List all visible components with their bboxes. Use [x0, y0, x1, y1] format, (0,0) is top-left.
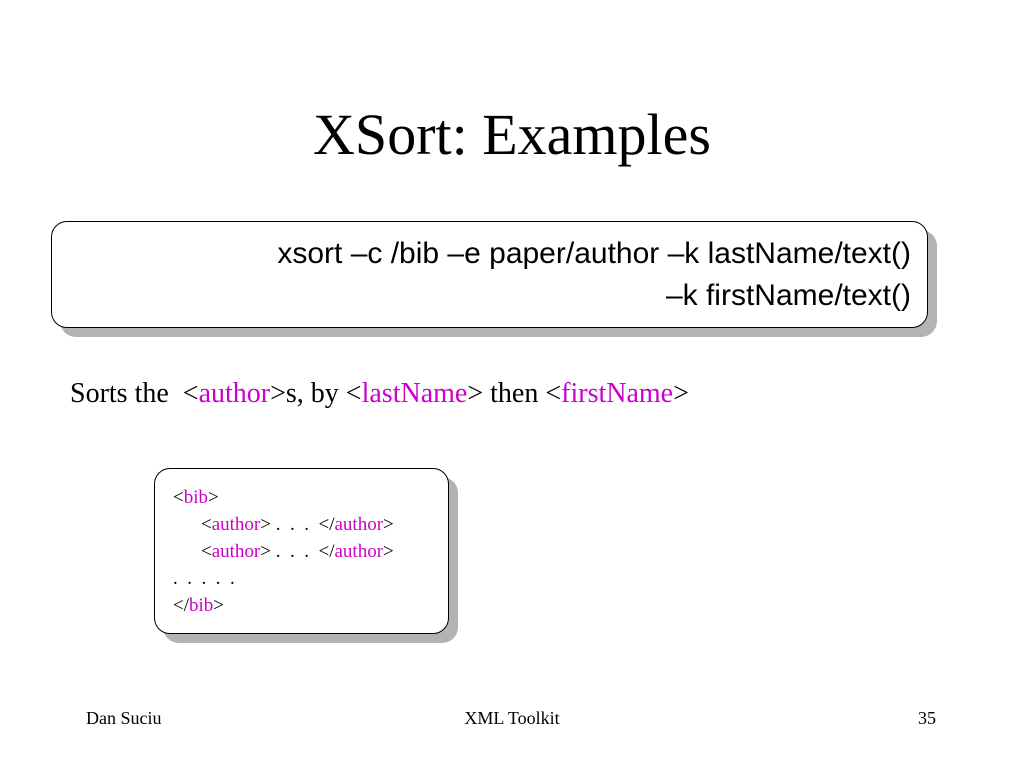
xml-line-dots: . . . . .: [173, 568, 235, 589]
xml-tag-bib: bib: [189, 595, 214, 616]
footer-course: XML Toolkit: [464, 708, 560, 728]
desc-prefix: Sorts the <: [70, 378, 199, 409]
xml-line-bib-open: <bib>: [173, 485, 219, 511]
xml-close-bracket: >: [383, 514, 394, 535]
xml-line-bib-close: </bib>: [173, 593, 224, 619]
command-box: xsort –c /bib –e paper/author –k lastNam…: [51, 221, 928, 328]
xml-open-bracket: <: [201, 541, 212, 562]
desc-mid-2: > then <: [467, 378, 562, 409]
xml-open-bracket: <: [201, 514, 212, 535]
slide-title: XSort: Examples: [313, 102, 711, 167]
xml-open-bracket: </: [173, 595, 189, 616]
xml-ellipsis: > . . . </: [260, 541, 335, 562]
desc-tag-firstname: firstName: [561, 378, 674, 409]
xml-close-bracket: >: [383, 541, 394, 562]
xml-open-bracket: <: [173, 487, 184, 508]
xml-line-author-2: <author> . . . </author>: [201, 539, 394, 565]
xml-tag-author: author: [211, 541, 261, 562]
command-line-2: –k firstName/text(): [665, 279, 911, 312]
xml-example-box: <bib> <author> . . . </author> <author> …: [154, 468, 449, 634]
xml-close-bracket: >: [208, 487, 219, 508]
description-text: Sorts the <author>s, by <lastName> then …: [70, 374, 689, 414]
xml-ellipsis: > . . . </: [260, 514, 335, 535]
xml-tag-author-end: author: [334, 541, 384, 562]
xml-tag-author-end: author: [334, 514, 384, 535]
desc-tag-lastname: lastName: [361, 378, 468, 409]
footer-author: Dan Suciu: [86, 708, 162, 728]
command-line-1: xsort –c /bib –e paper/author –k lastNam…: [277, 237, 911, 270]
xml-tag-author: author: [211, 514, 261, 535]
desc-tag-author: author: [198, 378, 271, 409]
xml-tag-bib: bib: [183, 487, 208, 508]
xml-close-bracket: >: [213, 595, 224, 616]
desc-mid-1: >s, by <: [270, 378, 362, 409]
xml-line-author-1: <author> . . . </author>: [201, 512, 394, 538]
desc-suffix: >: [673, 378, 689, 409]
footer-page-number: 35: [918, 708, 936, 728]
